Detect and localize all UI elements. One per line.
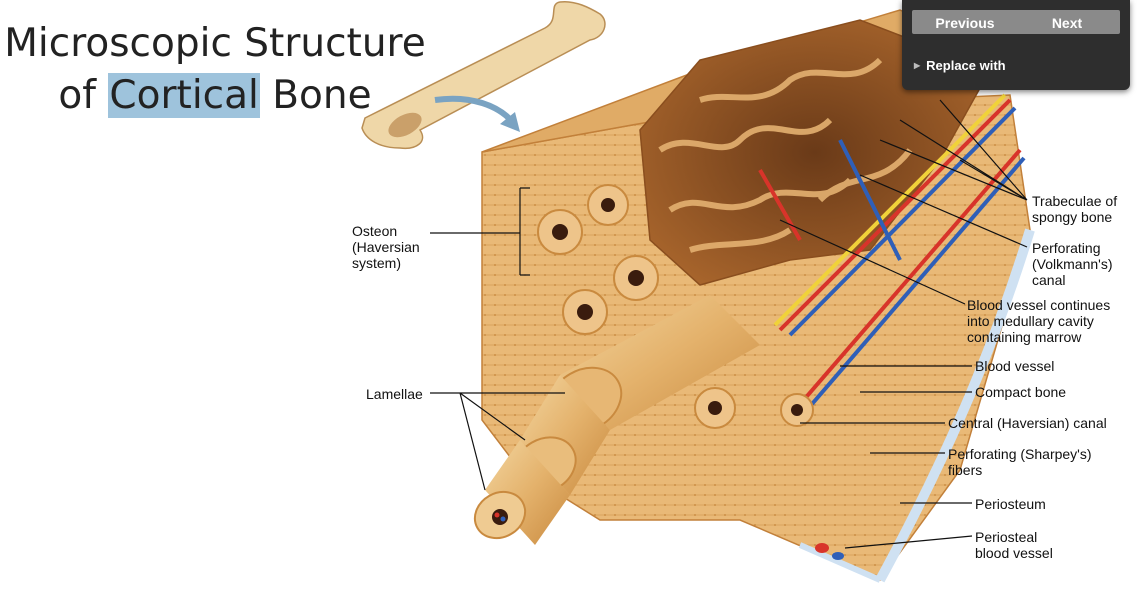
disclosure-triangle-icon: ▶ [914,61,921,70]
lamellae-cylinder [473,295,760,545]
label-perforating-volkmann: Perforating (Volkmann's) canal [1032,240,1113,288]
title-suffix: Bone [259,73,372,118]
label-perforating-sharpey: Perforating (Sharpey's) fibers [948,446,1092,478]
label-periosteal-vessel: Periosteal blood vessel [975,529,1053,561]
slide-title: Microscopic Structure of Cortical Bone [0,18,430,122]
search-highlight: Cortical [108,73,260,118]
label-central-canal: Central (Haversian) canal [948,415,1107,431]
label-lamellae: Lamellae [366,386,423,402]
label-compact-bone: Compact bone [975,384,1067,400]
label-osteon: Osteon (Haversian system) [352,223,420,271]
label-trabeculae: Trabeculae of spongy bone [1032,193,1118,225]
title-prefix: of [58,73,109,118]
osteon-group [537,184,814,429]
replace-with-toggle[interactable]: ▶ Replace with [914,58,1006,73]
title-line-1: Microscopic Structure [4,21,426,66]
replace-with-label: Replace with [926,58,1006,73]
next-button[interactable]: Next [1014,10,1120,34]
find-replace-bar: Previous Next ▶ Replace with [902,0,1130,90]
label-blood-vessel-continues: Blood vessel continues into medullary ca… [967,297,1111,345]
whole-bone-icon [361,0,606,150]
previous-button[interactable]: Previous [912,10,1018,34]
title-line-2: of Cortical Bone [0,70,430,122]
label-periosteum: Periosteum [975,496,1046,512]
label-blood-vessel: Blood vessel [975,358,1055,374]
